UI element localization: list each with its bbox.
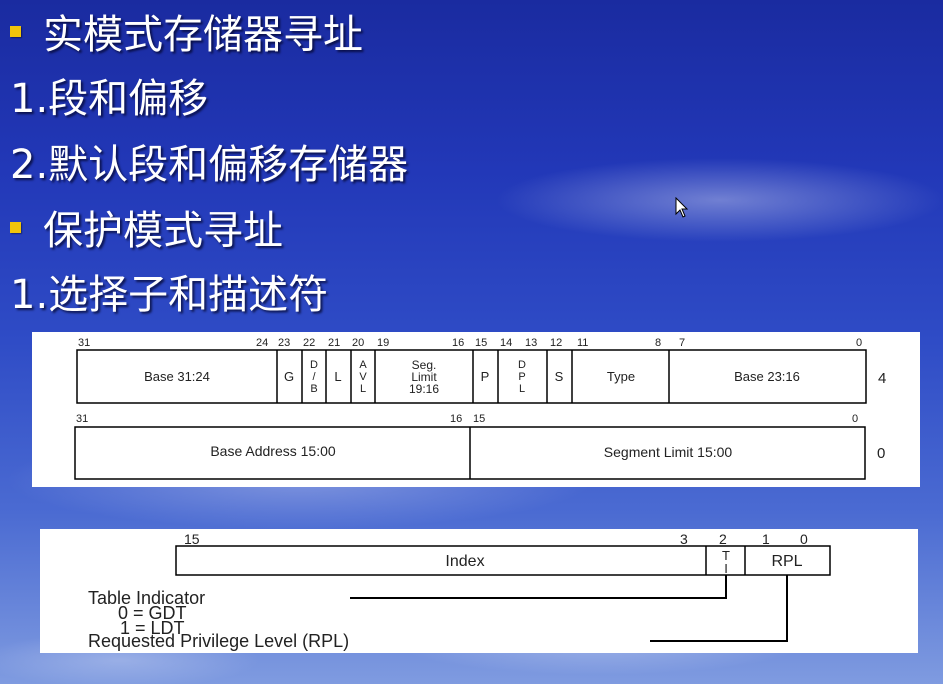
descriptor-diagram: 31 24 23 22 21 20 19 16 15 14 13 12 11 8… xyxy=(32,332,920,487)
g-bit-cell: G xyxy=(284,369,294,384)
type-cell: Type xyxy=(607,369,635,384)
bit-label: 22 xyxy=(303,337,315,349)
bit-label: 2 xyxy=(719,531,727,547)
selector-diagram: 15 3 2 1 0 Index T I RPL Table Indicator… xyxy=(40,529,918,653)
item-segment-offset: 1.段和偏移 xyxy=(10,76,209,122)
ldt-label: 1 = LDT xyxy=(120,618,185,638)
heading-protected-mode: 保护模式寻址 xyxy=(10,208,283,254)
bit-label: 13 xyxy=(525,337,537,349)
bit-label: 15 xyxy=(473,413,485,425)
bit-label: 31 xyxy=(78,337,90,349)
bit-label: 14 xyxy=(500,337,512,349)
upper-offset-label: 4 xyxy=(878,370,886,387)
bit-label: 15 xyxy=(475,337,487,349)
base-31-24-cell: Base 31:24 xyxy=(144,369,210,384)
base-address-15-00-cell: Base Address 15:00 xyxy=(210,443,336,459)
bit-label: 11 xyxy=(577,337,588,349)
bullet-icon xyxy=(10,25,21,37)
bit-label: 1 xyxy=(762,531,770,547)
base-23-16-cell: Base 23:16 xyxy=(734,369,800,384)
bit-label: 20 xyxy=(352,337,364,349)
bit-label: 31 xyxy=(76,413,88,425)
heading-protected-mode-text: 保护模式寻址 xyxy=(43,208,283,254)
seg-limit-cell: 19:16 xyxy=(409,382,439,396)
bit-label: 12 xyxy=(550,337,562,349)
ti-field: I xyxy=(724,561,728,576)
ti-field: T xyxy=(722,548,730,563)
segment-limit-15-00-cell: Segment Limit 15:00 xyxy=(604,444,733,460)
db-bit-cell: D xyxy=(310,359,318,371)
bit-label: 21 xyxy=(328,337,340,349)
db-bit-cell: / xyxy=(312,371,316,383)
dpl-cell: D xyxy=(518,359,526,371)
bit-label: 3 xyxy=(680,531,688,547)
avl-bit-cell: V xyxy=(359,371,367,383)
seg-limit-cell: Seg. xyxy=(412,358,437,372)
rpl-description-label: Requested Privilege Level (RPL) xyxy=(88,631,349,651)
table-indicator-label: Table Indicator xyxy=(88,588,205,608)
l-bit-cell: L xyxy=(334,369,341,384)
heading-real-mode: 实模式存储器寻址 xyxy=(10,12,363,58)
avl-bit-cell: A xyxy=(359,359,367,371)
bit-label: 16 xyxy=(450,413,462,425)
p-bit-cell: P xyxy=(481,369,490,384)
bit-label: 7 xyxy=(679,337,685,349)
seg-limit-cell: Limit xyxy=(411,370,437,384)
mouse-cursor-icon xyxy=(675,197,689,218)
bit-label: 8 xyxy=(655,337,661,349)
bit-label: 23 xyxy=(278,337,290,349)
gdt-label: 0 = GDT xyxy=(118,603,187,623)
bit-label: 15 xyxy=(184,531,200,547)
dpl-cell: L xyxy=(519,383,525,395)
index-field: Index xyxy=(445,553,484,570)
bit-label: 0 xyxy=(800,531,808,547)
db-bit-cell: B xyxy=(310,383,317,395)
bit-label: 19 xyxy=(377,337,389,349)
avl-bit-cell: L xyxy=(360,383,366,395)
item-default-segment: 2.默认段和偏移存储器 xyxy=(10,142,409,188)
bit-label: 0 xyxy=(852,413,858,425)
dpl-cell: P xyxy=(518,371,525,383)
heading-real-mode-text: 实模式存储器寻址 xyxy=(43,12,363,58)
bullet-icon xyxy=(10,221,21,233)
rpl-field: RPL xyxy=(771,553,802,570)
bit-label: 0 xyxy=(856,337,862,349)
item-selector-descriptor: 1.选择子和描述符 xyxy=(10,272,329,318)
bit-label: 24 xyxy=(256,337,268,349)
bit-label: 16 xyxy=(452,337,464,349)
lower-offset-label: 0 xyxy=(877,445,885,462)
s-bit-cell: S xyxy=(555,369,564,384)
